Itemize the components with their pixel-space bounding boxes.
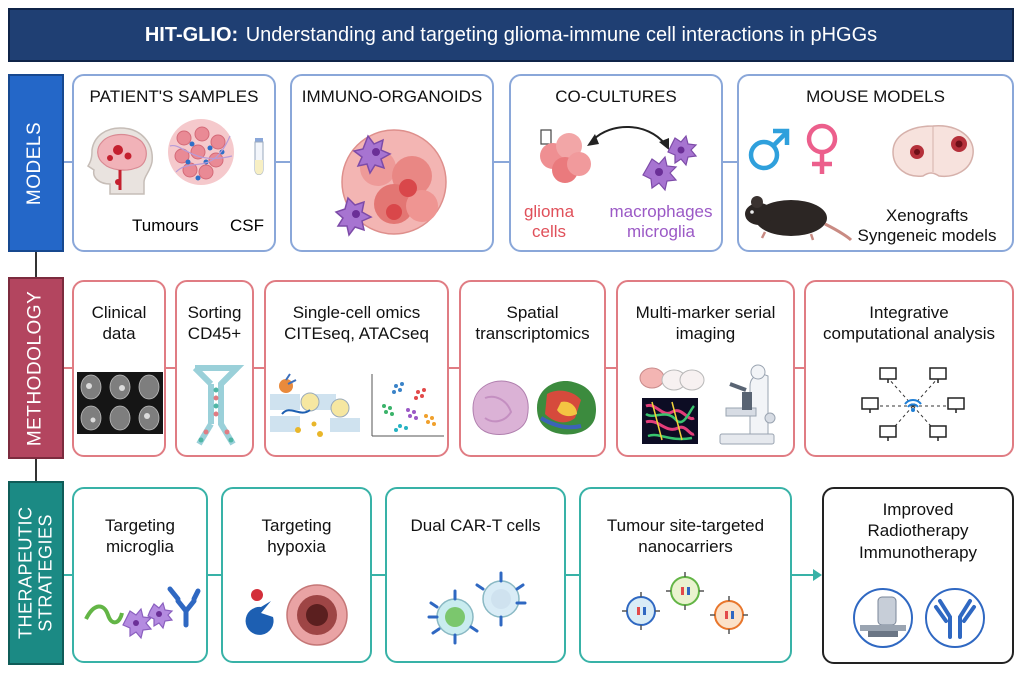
row-label-therapeutic-line1: THERAPEUTIC	[15, 506, 36, 640]
card-mouse-models: MOUSE MODELS Xenografts Syngeneic models	[737, 74, 1014, 252]
microscope-icon	[719, 364, 776, 445]
microglia-target-icon	[84, 586, 201, 640]
row-label-methodology: METHODOLOGY	[8, 277, 64, 459]
card-targeting-microglia: Targeting microglia	[72, 487, 208, 663]
nanocarrier-icon	[622, 572, 748, 634]
spatial-title: Spatial transcriptomics	[461, 302, 604, 345]
card-co-cultures: CO-CULTURES glioma cells macrophages mic…	[509, 74, 723, 252]
patient-samples-title: PATIENT'S SAMPLES	[89, 87, 259, 106]
title-text: Understanding and targeting glioma-immun…	[240, 23, 878, 46]
tissue-section-icon	[472, 380, 597, 435]
targeting-hypoxia-line1: Targeting	[261, 516, 332, 535]
macrophage-label: macrophages microglia	[599, 202, 723, 243]
targeting-hypoxia-line2: hypoxia	[267, 537, 326, 557]
macrophage-label-line1: macrophages	[609, 202, 713, 221]
syngeneic-label: Syngeneic models	[857, 226, 997, 246]
card-sorting: Sorting CD45+	[175, 280, 254, 457]
glioma-label-line1: glioma	[523, 202, 575, 221]
xenografts-label: Xenografts	[885, 206, 969, 225]
nanocarriers-title: Tumour site-targeted nanocarriers	[581, 515, 790, 558]
hypoxia-icon	[245, 584, 348, 646]
card-immuno-organoids: IMMUNO-ORGANOIDS	[290, 74, 494, 252]
targeting-microglia-line1: Targeting	[105, 516, 175, 535]
improved-line1: Improved	[882, 500, 954, 519]
card-nanocarriers: Tumour site-targeted nanocarriers	[579, 487, 792, 663]
nanocarriers-line2: nanocarriers	[638, 537, 733, 557]
row-label-models-text: MODELS	[24, 121, 46, 205]
targeting-hypoxia-title: Targeting hypoxia	[223, 515, 370, 558]
tumour-cells-icon	[168, 119, 234, 185]
sorting-icon	[192, 365, 245, 446]
title-bold: HIT-GLIO:	[144, 23, 239, 46]
improved-title: Improved Radiotherapy Immunotherapy	[824, 499, 1012, 563]
omics-line1: Single-cell omics	[292, 303, 421, 322]
sorting-title: Sorting CD45+	[177, 302, 252, 345]
imaging-line2: imaging	[675, 324, 736, 344]
imaging-line1: Multi-marker serial	[635, 303, 776, 322]
nanocarriers-line1: Tumour site-targeted	[606, 516, 765, 535]
card-single-cell-omics: Single-cell omics CITEseq, ATACseq	[264, 280, 449, 457]
female-symbol-icon	[806, 123, 838, 174]
fluorescence-screen-icon	[642, 398, 698, 444]
row-label-therapeutic-line2: STRATEGIES	[35, 514, 56, 632]
immuno-organoids-title: IMMUNO-ORGANOIDS	[301, 87, 483, 106]
improved-line2: Radiotherapy	[867, 521, 969, 541]
title-bar: HIT-GLIO: Understanding and targeting gl…	[8, 8, 1014, 62]
clinical-data-line2: data	[102, 324, 136, 344]
card-clinical-data: Clinical data	[72, 280, 166, 457]
targeting-microglia-line2: microglia	[105, 537, 175, 557]
spatial-line1: Spatial	[506, 303, 559, 322]
row-label-methodology-text: METHODOLOGY	[24, 290, 46, 446]
card-targeting-hypoxia: Targeting hypoxia	[221, 487, 372, 663]
integrative-line2: computational analysis	[823, 324, 995, 344]
glioma-label-line2: cells	[531, 222, 566, 242]
improved-line3: Immunotherapy	[858, 542, 978, 562]
sorting-line2: CD45+	[187, 324, 242, 344]
coculture-icon	[540, 126, 698, 192]
tsne-plot-icon	[371, 374, 444, 437]
csf-tube-icon	[254, 138, 264, 175]
mri-scans-icon	[77, 372, 163, 434]
tumours-label: Tumours	[132, 216, 199, 235]
card-improved: Improved Radiotherapy Immunotherapy	[822, 487, 1014, 664]
dual-car-t-title: Dual CAR-T cells	[410, 516, 541, 535]
network-icon	[861, 367, 965, 441]
targeting-microglia-title: Targeting microglia	[74, 515, 206, 558]
card-imaging: Multi-marker serial imaging	[616, 280, 795, 457]
csf-label: CSF	[230, 216, 264, 235]
row-label-models: MODELS	[8, 74, 64, 252]
radiotherapy-icon	[853, 588, 913, 648]
car-t-icon	[427, 571, 527, 645]
integrative-line1: Integrative	[869, 303, 949, 322]
serial-sections-icon	[639, 367, 705, 391]
mouse-icon	[745, 196, 853, 242]
mouse-brain-icon	[892, 125, 974, 178]
omics-line2: CITEseq, ATACseq	[284, 324, 429, 344]
imaging-title: Multi-marker serial imaging	[618, 302, 793, 345]
organoid-icon	[334, 129, 447, 237]
clinical-data-title: Clinical data	[74, 302, 164, 345]
card-dual-car-t: Dual CAR-T cells	[385, 487, 566, 663]
macrophage-label-line2: microglia	[626, 222, 696, 242]
male-symbol-icon	[748, 128, 790, 171]
co-cultures-title: CO-CULTURES	[555, 87, 677, 106]
cell-barcode-icon	[270, 373, 360, 437]
glioma-label: glioma cells	[515, 202, 583, 243]
omics-title: Single-cell omics CITEseq, ATACseq	[266, 302, 447, 345]
brain-head-icon	[86, 127, 153, 195]
mouse-models-title: MOUSE MODELS	[806, 87, 945, 106]
mouse-models-labels: Xenografts Syngeneic models	[843, 206, 1011, 247]
integrative-title: Integrative computational analysis	[806, 302, 1012, 345]
sorting-line1: Sorting	[187, 303, 242, 322]
card-integrative: Integrative computational analysis	[804, 280, 1014, 457]
spatial-line2: transcriptomics	[475, 324, 590, 344]
card-patient-samples: PATIENT'S SAMPLES Tumours CSF	[72, 74, 276, 252]
card-spatial: Spatial transcriptomics	[459, 280, 606, 457]
antibody-icon	[925, 588, 985, 648]
clinical-data-line1: Clinical	[91, 303, 147, 322]
